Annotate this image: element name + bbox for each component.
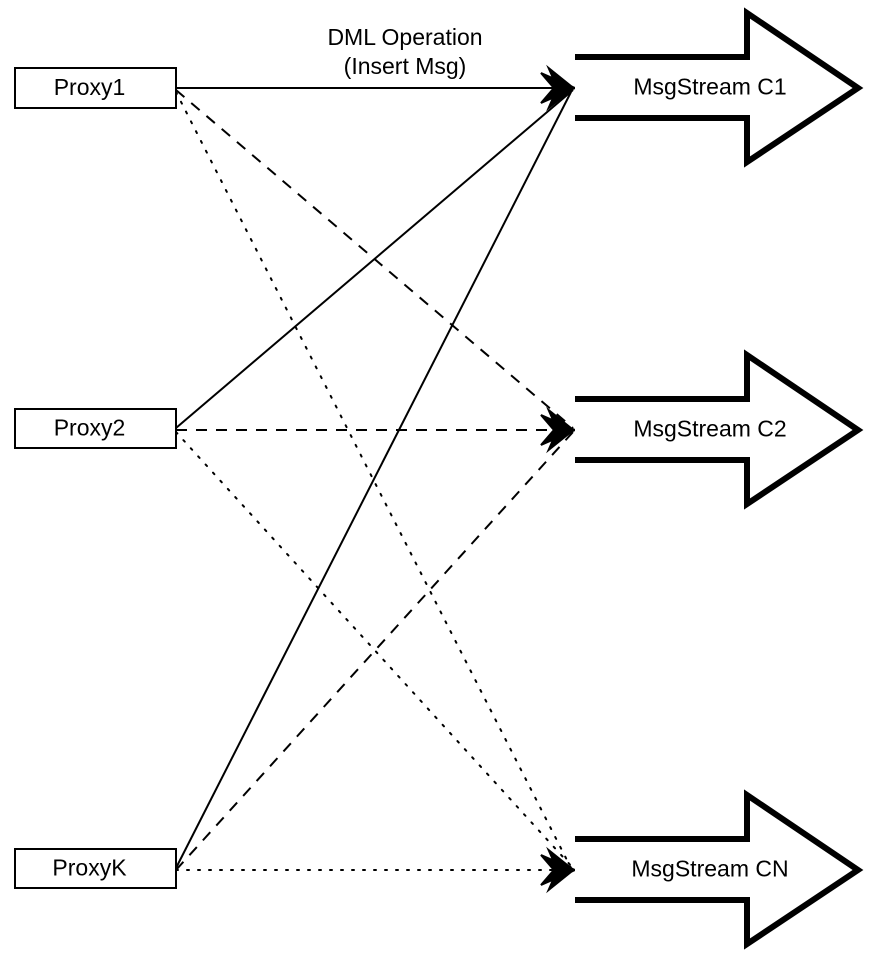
proxy-node-proxy2[interactable]: Proxy2: [14, 408, 177, 449]
msgstream-nodes-layer: MsgStream C1 MsgStream C2 MsgStream CN: [575, 7, 864, 950]
msgstream-label-c1: MsgStream C1: [633, 74, 786, 100]
msgstream-node-c1[interactable]: MsgStream C1: [575, 7, 864, 168]
proxy-box-proxy1[interactable]: [14, 67, 177, 109]
proxy-box-proxy2[interactable]: [14, 408, 177, 449]
msgstream-arrow-shape-c2[interactable]: [575, 349, 864, 510]
proxy-node-proxyk[interactable]: ProxyK: [14, 848, 177, 889]
msgstream-label-cn: MsgStream CN: [631, 856, 788, 882]
arrowhead-barbs-cn: [546, 846, 575, 894]
proxy-label-proxy1: Proxy1: [54, 74, 126, 100]
dml-operation-caption: DML Operation (Insert Msg): [327, 24, 482, 79]
proxy-label-proxy2: Proxy2: [54, 415, 126, 441]
msgstream-arrow-shape-c1[interactable]: [575, 7, 864, 168]
proxy-box-proxyk[interactable]: [14, 848, 177, 889]
msgstream-node-c2[interactable]: MsgStream C2: [575, 349, 864, 510]
msgstream-arrow-shape-cn[interactable]: [575, 789, 864, 950]
proxy-node-proxy1[interactable]: Proxy1: [14, 67, 177, 109]
caption-line-2: (Insert Msg): [344, 53, 467, 79]
proxy-label-proxyk: ProxyK: [52, 855, 127, 881]
arrowheads-layer: [540, 64, 578, 894]
msgstream-label-c2: MsgStream C2: [633, 416, 786, 442]
caption-line-1: DML Operation: [327, 24, 482, 50]
edge-proxy1-to-cn: [175, 91, 572, 869]
edge-proxyK-to-c1: [175, 91, 572, 869]
arrowhead-barbs-c2: [546, 406, 575, 454]
edges-layer: [175, 87, 576, 871]
edge-proxy2-to-cn: [175, 431, 574, 869]
msgstream-node-cn[interactable]: MsgStream CN: [575, 789, 864, 950]
arrowhead-barbs-c1: [546, 64, 575, 112]
edge-proxy2-to-c1: [175, 89, 574, 429]
